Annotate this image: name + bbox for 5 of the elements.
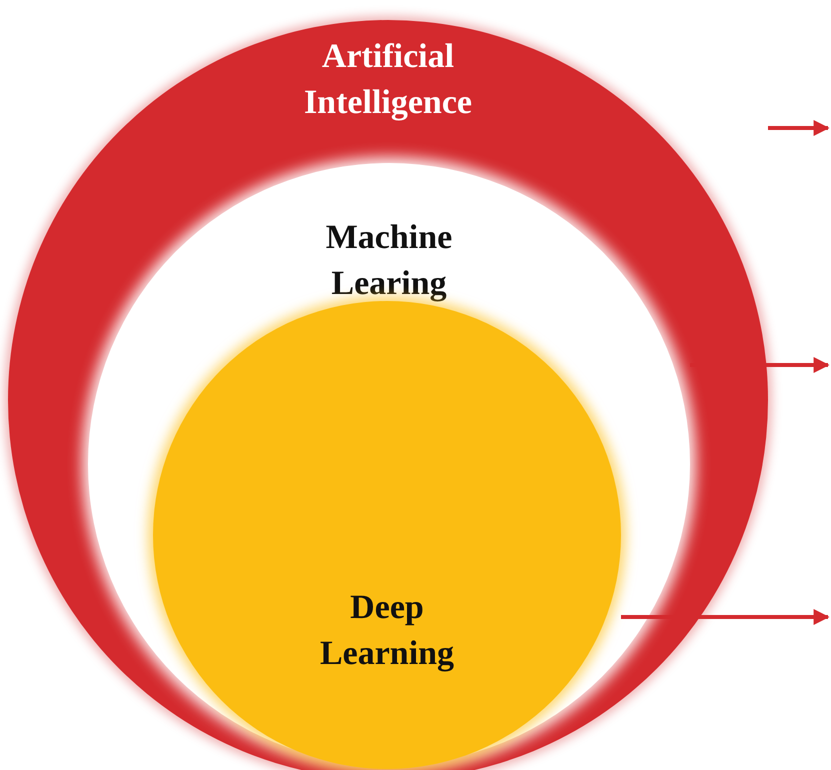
circle-label: Artificial Intelligence [302, 37, 474, 123]
circle-label: Deep Learning [318, 588, 456, 674]
arrow [768, 120, 830, 136]
arrow [621, 609, 830, 625]
circle-label: Machine Learing [324, 218, 454, 304]
